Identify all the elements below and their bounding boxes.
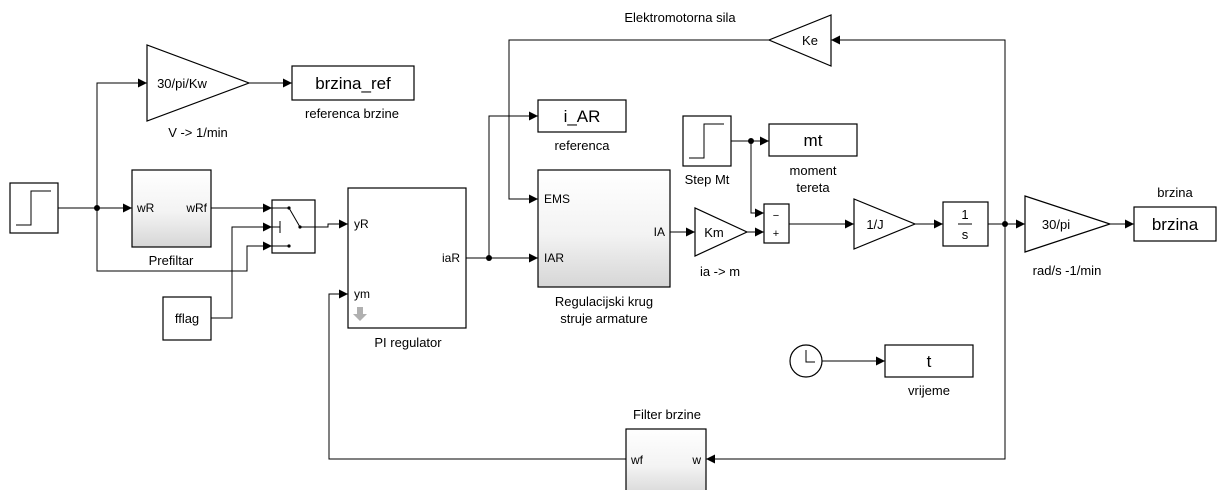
brzina-label: brzina — [1152, 215, 1199, 234]
inv-j-label: 1/J — [866, 217, 883, 232]
mt-caption-line2: tereta — [796, 180, 830, 195]
gain-30pi-block[interactable]: 30/pi — [1024, 195, 1112, 253]
pi-regulator-block[interactable]: yR ym iaR — [347, 187, 467, 329]
line-filter-to-pi — [328, 289, 626, 460]
prefiltar-out-port: wRf — [185, 201, 207, 215]
prefiltar-caption: Prefiltar — [149, 253, 194, 268]
i-ar-caption: referenca — [555, 138, 611, 153]
i-ar-block[interactable]: i_AR — [537, 99, 627, 133]
gain-kw-block[interactable]: 30/pi/Kw — [146, 44, 251, 122]
line-branch-to-i-ar — [488, 111, 538, 258]
ke-label: Ke — [802, 33, 818, 48]
step-icon — [689, 123, 724, 159]
line-ke-to-ems — [508, 39, 769, 204]
junction-dot — [748, 138, 754, 144]
regulacijski-krug-block[interactable]: EMS IAR IA — [537, 169, 671, 288]
line-branch-to-ke — [831, 35, 1006, 224]
t-label: t — [927, 352, 932, 371]
pi-regulator-caption: PI regulator — [374, 335, 442, 350]
filter-in-port-w: w — [691, 453, 701, 467]
gain-kw-label: 30/pi/Kw — [157, 76, 207, 91]
regkrug-out-port-ia: IA — [654, 225, 665, 239]
line-fflag-to-switch — [211, 222, 272, 319]
ke-caption: Elektromotorna sila — [624, 10, 736, 25]
step-icon — [16, 190, 51, 226]
switch-icon — [272, 207, 315, 247]
filter-brzine-block[interactable]: wf w — [625, 428, 707, 490]
integrator-denominator: s — [962, 227, 969, 242]
clock-block[interactable] — [789, 344, 823, 378]
sum-sign-plus: + — [773, 228, 779, 240]
step-mt-block[interactable] — [682, 115, 732, 167]
sum-sign-minus: − — [773, 210, 779, 222]
pi-in-port-yr: yR — [354, 217, 369, 231]
junction-dots — [94, 138, 1008, 261]
mt-caption-line1: moment — [790, 163, 837, 178]
gain-30pi-caption: rad/s -1/min — [1033, 263, 1102, 278]
gain-kw-caption: V -> 1/min — [168, 125, 228, 140]
prefiltar-block[interactable]: wR wRf — [131, 169, 212, 248]
brzina-ref-label: brzina_ref — [315, 74, 391, 93]
regkrug-in-port-ems: EMS — [544, 192, 570, 206]
t-block[interactable]: t — [884, 344, 974, 378]
mt-block[interactable]: mt — [768, 123, 858, 157]
line-switch-to-pi — [315, 219, 348, 229]
filter-brzine-caption: Filter brzine — [633, 407, 701, 422]
integrator-numerator: 1 — [961, 207, 968, 222]
sum-block[interactable]: − + — [763, 203, 790, 244]
brzina-ref-caption: referenca brzine — [305, 106, 399, 121]
brzina-ref-block[interactable]: brzina_ref — [291, 65, 415, 101]
t-caption: vrijeme — [908, 383, 950, 398]
line-step-mt-to-sum — [750, 141, 764, 218]
junction-dot — [94, 205, 100, 211]
step-source-block[interactable] — [9, 182, 59, 234]
brzina-caption: brzina — [1157, 185, 1193, 200]
km-block[interactable]: Km — [694, 207, 749, 257]
ke-block[interactable]: Ke — [767, 14, 832, 67]
junction-dot — [1002, 221, 1008, 227]
down-arrow-icon — [353, 307, 367, 321]
regkrug-caption-line2: struje armature — [560, 311, 647, 326]
inv-j-block[interactable]: 1/J — [853, 198, 917, 250]
line-branch-to-switch — [96, 208, 272, 272]
junction-dot — [486, 255, 492, 261]
i-ar-label: i_AR — [564, 107, 601, 126]
gain-30pi-label: 30/pi — [1042, 217, 1070, 232]
line-branch-to-gain-kw — [96, 78, 147, 208]
line-branch-to-filter — [706, 224, 1006, 464]
step-mt-caption: Step Mt — [685, 172, 730, 187]
regkrug-in-port-iar: IAR — [544, 251, 564, 265]
fflag-block[interactable]: fflag — [162, 296, 212, 341]
switch-block[interactable] — [271, 199, 316, 254]
km-caption: ia -> m — [700, 264, 740, 279]
km-label: Km — [704, 225, 724, 240]
integrator-block[interactable]: 1 s — [942, 201, 989, 247]
filter-out-port-wf: wf — [630, 453, 644, 467]
brzina-block[interactable]: brzina — [1133, 206, 1217, 242]
prefiltar-in-port: wR — [136, 201, 155, 215]
fflag-label: fflag — [175, 311, 199, 326]
pi-out-port-iar: iaR — [442, 251, 460, 265]
mt-label: mt — [804, 131, 823, 150]
pi-in-port-ym: ym — [354, 287, 370, 301]
regkrug-caption-line1: Regulacijski krug — [555, 294, 653, 309]
